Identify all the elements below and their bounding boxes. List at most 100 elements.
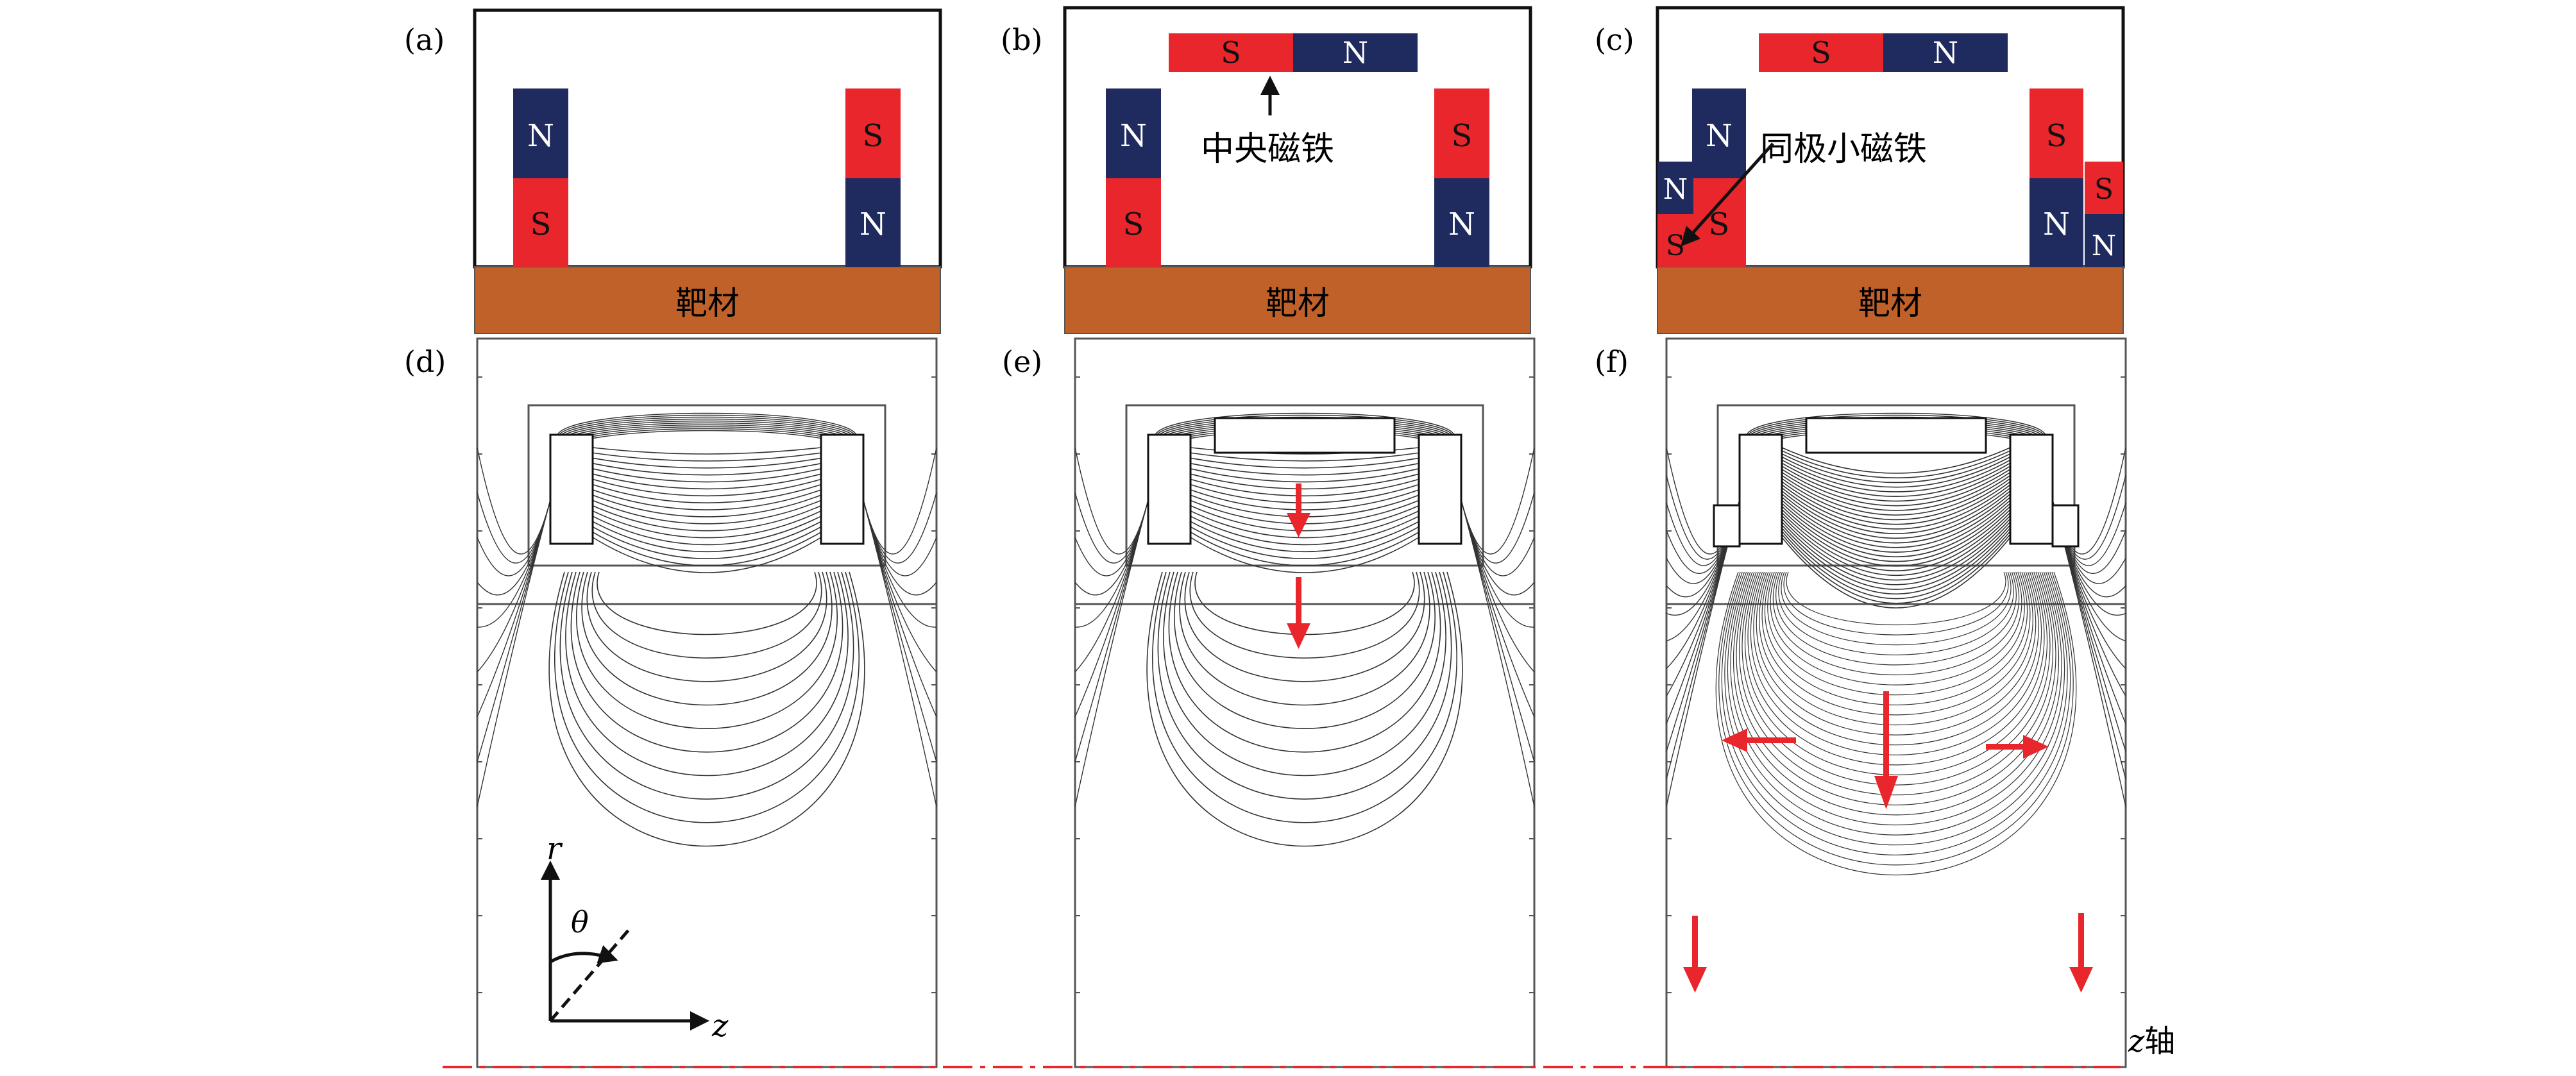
panel-a-target: [474, 266, 941, 334]
inner-field-line: [1190, 452, 1419, 462]
arrow-f-left: [1722, 728, 1796, 752]
right-fan-line: [1461, 500, 1535, 762]
outer-field-line: [1727, 571, 2065, 836]
top-field-line: [1154, 412, 1455, 438]
panel-a: (a) 靶材 N S S N: [404, 8, 942, 334]
outer-field-line: [1157, 571, 1452, 800]
inner-field-line: [1781, 496, 2011, 548]
inner-field-line: [592, 489, 822, 510]
panel-b-central-left-pole: S: [1221, 35, 1241, 70]
outer-field-line: [1750, 571, 2042, 755]
panel-c-central-left-pole: S: [1811, 35, 1831, 70]
outer-field-line: [1721, 571, 2071, 855]
arrow-f-right: [1986, 735, 2049, 759]
right-fan-line: [1461, 492, 1535, 564]
panel-e-arrows: [1287, 483, 1310, 649]
top-field-line: [556, 430, 858, 455]
right-fan-line: [863, 500, 937, 762]
outer-field-line: [559, 571, 854, 800]
inner-field-line: [1781, 515, 2011, 576]
outer-field-line: [1753, 571, 2039, 746]
inner-field-line: [592, 483, 822, 503]
outer-field-line: [576, 571, 838, 729]
inner-field-line: [1781, 481, 2011, 525]
panel-b-target-label: 靶材: [1266, 285, 1330, 322]
right-small-magnet-block: [2051, 504, 2080, 548]
inner-field-line: [1781, 512, 2011, 571]
left-fan-line: [477, 500, 551, 762]
outer-field-line: [1772, 571, 2020, 676]
panel-b-left-magnet: N S: [1106, 88, 1161, 267]
theta-direction-line: [549, 927, 631, 1022]
outer-field-line: [1151, 571, 1458, 823]
inner-field-line: [592, 505, 822, 532]
inner-field-line: [1781, 484, 2011, 530]
inner-field-line: [1190, 462, 1419, 476]
right-fan-line: [863, 500, 937, 596]
panel-c-left-small-bottom-pole: S: [1666, 230, 1685, 262]
left-fan-line: [1074, 500, 1149, 628]
panel-b-central-right-pole: N: [1343, 35, 1368, 70]
panel-f-arrows: [1683, 691, 2093, 993]
z-axis-label: z: [711, 1008, 729, 1044]
inner-field-line: [592, 462, 822, 476]
inner-field-line: [1190, 537, 1419, 573]
inner-field-line: [1781, 490, 2011, 539]
outer-field-line: [1764, 571, 2028, 705]
inner-field-line: [592, 521, 822, 553]
panel-a-label: (a): [404, 22, 445, 57]
inner-field-line: [1781, 537, 2011, 609]
inner-field-line: [1781, 466, 2011, 502]
outer-field-line: [1168, 571, 1441, 753]
symmetry-axis-var: z: [2128, 1023, 2145, 1059]
panel-b-label: (b): [1001, 22, 1042, 57]
panel-c: (c) 靶材 S N N S N S S N: [1595, 6, 2125, 334]
panel-c-aux-label: 同极小磁铁: [1760, 130, 1927, 169]
inner-field-line: [592, 452, 822, 462]
central-magnet-block: [1805, 417, 1987, 454]
outer-field-line: [1718, 571, 2074, 866]
outer-field-line: [565, 571, 849, 777]
inner-field-line: [1781, 478, 2011, 521]
top-field-line: [556, 416, 858, 442]
inner-field-line: [592, 468, 822, 483]
inner-field-line: [1781, 447, 2011, 474]
panel-f-label: (f): [1595, 344, 1629, 379]
left-magnet-block: [1738, 433, 1783, 545]
inner-field-line: [1190, 521, 1419, 553]
arrow-f-center: [1874, 691, 1898, 809]
panel-c-left-top-pole: N: [1706, 118, 1733, 154]
panel-c-left-small-top-pole: N: [1663, 173, 1688, 206]
panel-c-left-small-magnet: N S: [1657, 162, 1693, 267]
inner-field-line: [1781, 527, 2011, 595]
left-fan-line: [1074, 500, 1149, 807]
outer-field-line: [1715, 571, 2077, 876]
inner-field-line: [1781, 503, 2011, 558]
panel-b-left-bottom-pole: S: [1123, 206, 1144, 242]
panel-c-central-right-pole: N: [1933, 35, 1958, 70]
right-fan-line: [1461, 500, 1535, 596]
panel-c-label: (c): [1595, 22, 1634, 57]
panel-f-field-plot: [1665, 337, 2127, 1068]
inner-field-line: [1781, 456, 2011, 488]
theta-label: θ: [571, 905, 589, 939]
outer-field-line: [1741, 571, 2051, 786]
plot-frame: [476, 337, 938, 1068]
panel-a-left-top-pole: N: [527, 118, 554, 154]
panel-a-right-bottom-pole: N: [860, 206, 886, 242]
outer-field-line: [1770, 571, 2022, 685]
outer-field-line: [1756, 571, 2037, 736]
left-small-magnet-block: [1713, 504, 1741, 548]
right-fan-line: [863, 500, 937, 807]
top-field-line: [556, 418, 858, 444]
outer-field-line: [1163, 571, 1446, 777]
outer-field-line: [1146, 571, 1463, 847]
central-magnet-block: [1214, 417, 1396, 454]
inner-field-line: [1190, 505, 1419, 532]
left-fan-line: [477, 500, 551, 807]
inner-field-line: [592, 516, 822, 546]
inner-field-line: [1190, 532, 1419, 566]
inner-field-line: [1190, 473, 1419, 490]
right-magnet-block: [820, 433, 865, 545]
inner-field-line: [592, 500, 822, 525]
